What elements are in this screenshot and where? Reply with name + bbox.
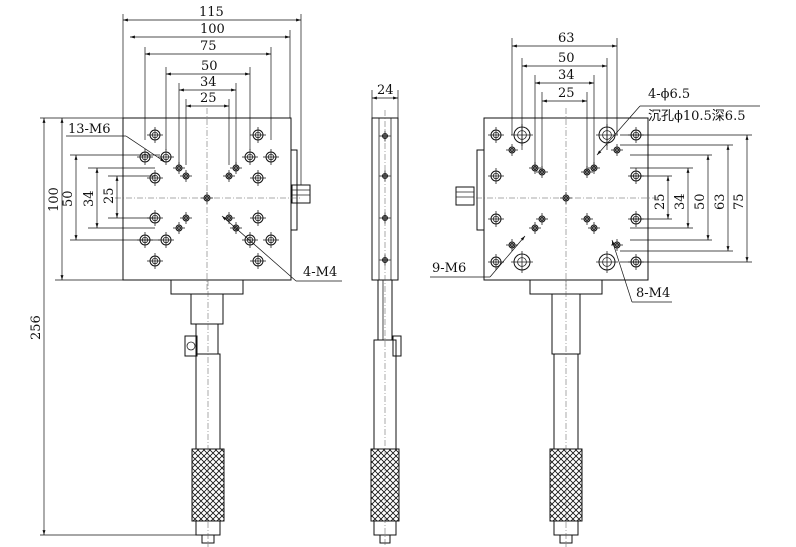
front-dim-25: 25 xyxy=(200,91,217,106)
front-dim-v25: 25 xyxy=(102,187,117,204)
front-dim-v34: 34 xyxy=(82,190,97,207)
side-dim-24: 24 xyxy=(377,83,394,98)
m6-hole xyxy=(250,127,266,143)
m6-hole xyxy=(242,232,258,248)
m4-hole xyxy=(611,239,623,251)
m4-hole xyxy=(173,222,185,234)
m6-hole xyxy=(147,170,163,186)
front-callout-13-m6: 13-M6 xyxy=(68,122,111,137)
back-dim-v50: 50 xyxy=(693,193,708,210)
front-callout-4-m4: 4-M4 xyxy=(303,265,337,280)
m6-hole xyxy=(488,211,504,227)
m4-hole xyxy=(536,213,548,225)
m6-hole xyxy=(158,149,174,165)
side-view xyxy=(370,110,402,547)
front-dim-75: 75 xyxy=(200,39,217,54)
back-callout-hole-dia: 4-ϕ6.5 xyxy=(648,87,690,102)
m6-hole xyxy=(250,210,266,226)
m4-hole xyxy=(223,170,235,182)
back-dim-34: 34 xyxy=(558,68,575,83)
back-dim-v63: 63 xyxy=(713,193,728,210)
m4-hole xyxy=(588,222,600,234)
front-dim-v50: 50 xyxy=(61,190,76,207)
back-callout-8-m4: 8-M4 xyxy=(636,286,670,301)
m6-hole xyxy=(488,254,504,270)
counterbore-hole xyxy=(596,251,618,273)
m4-hole xyxy=(506,239,518,251)
back-dim-63: 63 xyxy=(558,31,575,46)
m6-hole xyxy=(158,232,174,248)
m4-hole xyxy=(180,170,192,182)
front-dim-v256: 256 xyxy=(29,315,44,340)
m4-hole xyxy=(529,222,541,234)
m6-hole xyxy=(263,232,279,248)
back-dim-25: 25 xyxy=(558,86,575,101)
m6-hole xyxy=(242,149,258,165)
m6-hole xyxy=(488,168,504,184)
m6-hole xyxy=(488,127,504,143)
m4-hole xyxy=(201,192,213,204)
front-dim-115: 115 xyxy=(199,5,224,20)
back-view xyxy=(455,108,660,547)
m6-hole xyxy=(147,127,163,143)
m4-hole xyxy=(506,144,518,156)
m6-hole xyxy=(147,253,163,269)
back-callout-9-m6: 9-M6 xyxy=(432,261,466,276)
front-dim-34: 34 xyxy=(200,75,217,90)
m4-hole xyxy=(560,192,572,204)
back-dimensions: 63 50 34 25 25 34 50 63 75 xyxy=(430,31,760,303)
m4-hole xyxy=(611,144,623,156)
m6-hole xyxy=(137,149,153,165)
front-dim-50: 50 xyxy=(201,59,218,74)
back-dim-50: 50 xyxy=(558,51,575,66)
m6-hole xyxy=(250,170,266,186)
back-callout-counterbore: 沉孔ϕ10.5深6.5 xyxy=(648,109,745,124)
m6-hole xyxy=(263,149,279,165)
m6-hole xyxy=(250,253,266,269)
front-dim-v100: 100 xyxy=(47,187,62,212)
back-dim-v34: 34 xyxy=(673,193,688,210)
side-dimensions: 24 xyxy=(371,83,399,118)
front-m4-holes xyxy=(173,162,242,234)
front-dim-100: 100 xyxy=(200,22,225,37)
counterbore-hole xyxy=(511,251,533,273)
front-dimensions: 115 100 75 50 34 25 100 50 34 xyxy=(29,5,342,536)
m4-hole xyxy=(581,213,593,225)
front-view xyxy=(115,108,311,547)
back-dim-v75: 75 xyxy=(732,193,747,210)
m4-hole xyxy=(180,212,192,224)
back-dim-v25: 25 xyxy=(653,193,668,210)
